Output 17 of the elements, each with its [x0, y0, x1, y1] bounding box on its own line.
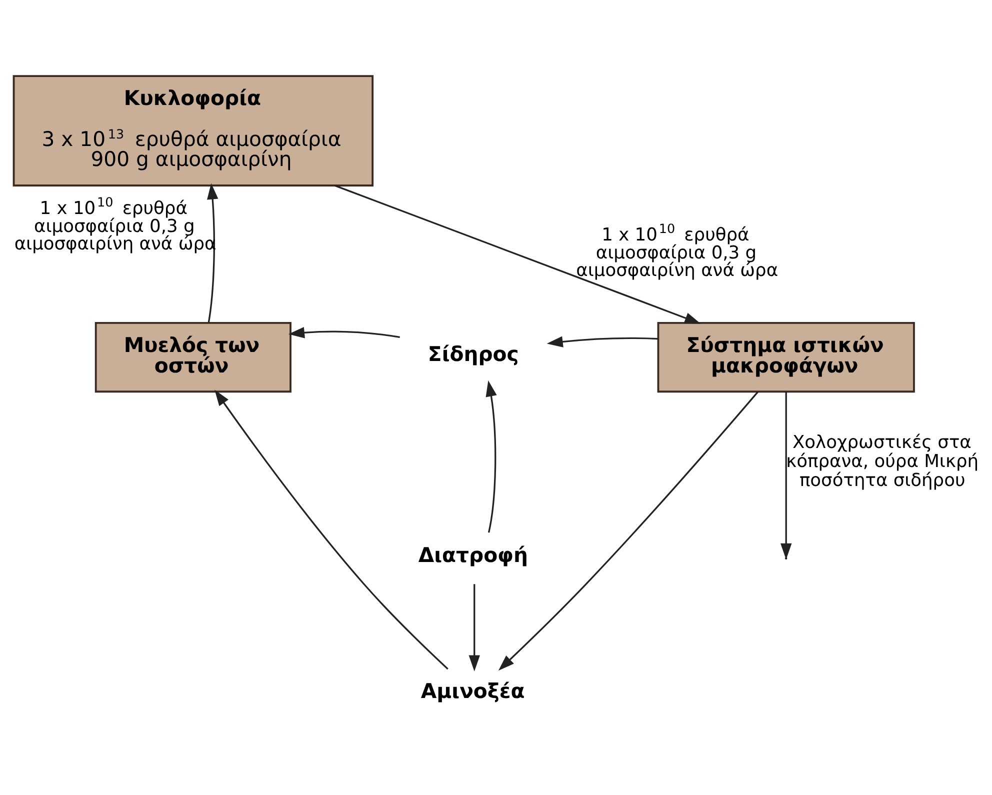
edge-label: Χολοχρωστικές στα κόπρανα, ούρα Μικρή ποσότητα σιδήρου: [786, 431, 979, 491]
arrow: [288, 326, 400, 338]
node-box: Κυκλοφορία 3 x 10$^{13}$ ερυθρά αιμοσφαίρια 900 g αιμοσφαιρίνη: [12, 74, 374, 186]
arrow: [546, 336, 658, 347]
node-box: Σύστημα ιστικών μακροφάγων: [657, 321, 915, 392]
node-text: Σίδηρος: [428, 341, 519, 366]
arrow: [214, 389, 448, 670]
arrow: [780, 391, 792, 559]
arrow: [486, 380, 497, 532]
node-text: Διατροφή: [418, 542, 528, 566]
node-box: Μυελός των οστών: [94, 321, 292, 392]
node-text: Αμινοξέα: [420, 678, 525, 703]
arrow: [498, 390, 759, 670]
edge-label: 1 x 10$^{10}$ ερυθρά αιμοσφαίρια 0,3 g αιμοσφαιρίνη ανά ώρα: [576, 220, 778, 281]
arrow: [334, 184, 701, 324]
arrow: [468, 584, 480, 671]
arrow: [207, 182, 218, 322]
